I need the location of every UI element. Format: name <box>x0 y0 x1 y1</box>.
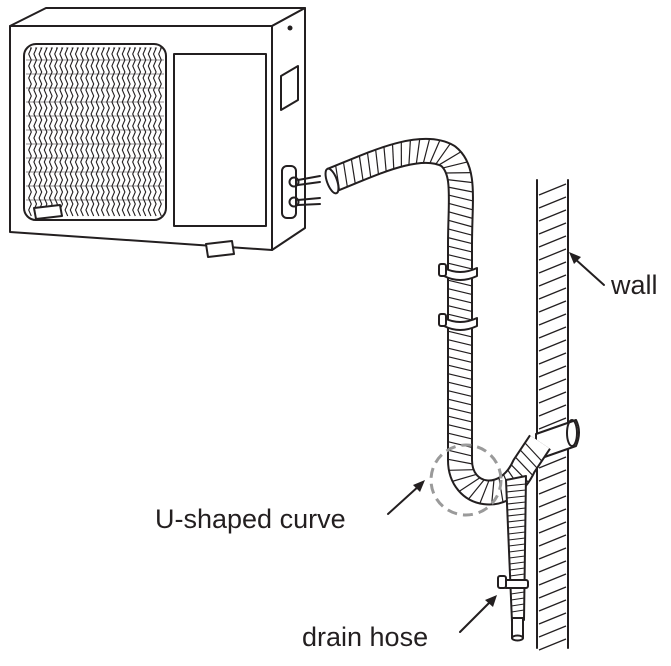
insulated-pipe-icon <box>323 138 542 505</box>
wall-section-icon <box>536 180 579 650</box>
arrow-drain-hose-icon <box>460 595 497 632</box>
label-wall: wall <box>610 270 658 300</box>
arrow-u-curve-icon <box>388 480 425 514</box>
label-u-shaped-curve: U-shaped curve <box>155 504 346 534</box>
arrow-wall-icon <box>569 252 604 285</box>
outdoor-ac-unit-icon <box>10 8 320 257</box>
label-drain-hose: drain hose <box>302 622 428 652</box>
